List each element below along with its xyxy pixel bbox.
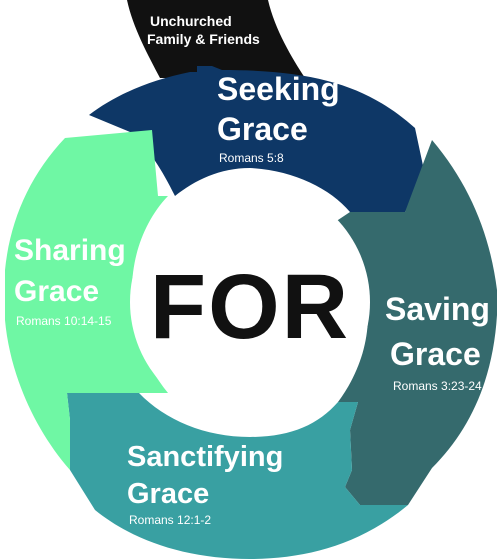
center-circle (130, 182, 370, 422)
saving-reference: Romans 3:23-24 (393, 379, 482, 393)
seeking-title-line2: Grace (217, 111, 308, 147)
segment-saving (335, 140, 497, 505)
segment-sharing (5, 130, 168, 470)
center-word: FOR (150, 256, 350, 358)
saving-title-line2: Grace (390, 336, 481, 372)
sharing-title-line1: Sharing (14, 234, 126, 267)
sharing-title-line2: Grace (14, 275, 99, 308)
segment-seeking (89, 66, 425, 212)
segment-sanctifying (67, 393, 408, 559)
sanctifying-title-line2: Grace (127, 478, 209, 510)
sharing-reference: Romans 10:14-15 (16, 314, 112, 328)
unchurched-label-line1: Unchurched (150, 13, 232, 29)
saving-title-line1: Saving (385, 291, 490, 327)
seeking-reference: Romans 5:8 (219, 151, 284, 165)
seeking-title-line1: Seeking (217, 71, 340, 107)
sanctifying-title-line1: Sanctifying (127, 441, 283, 473)
sanctifying-reference: Romans 12:1-2 (129, 513, 211, 527)
unchurched-label-line2: Family & Friends (147, 31, 260, 47)
unchurched-tab (127, 0, 305, 78)
